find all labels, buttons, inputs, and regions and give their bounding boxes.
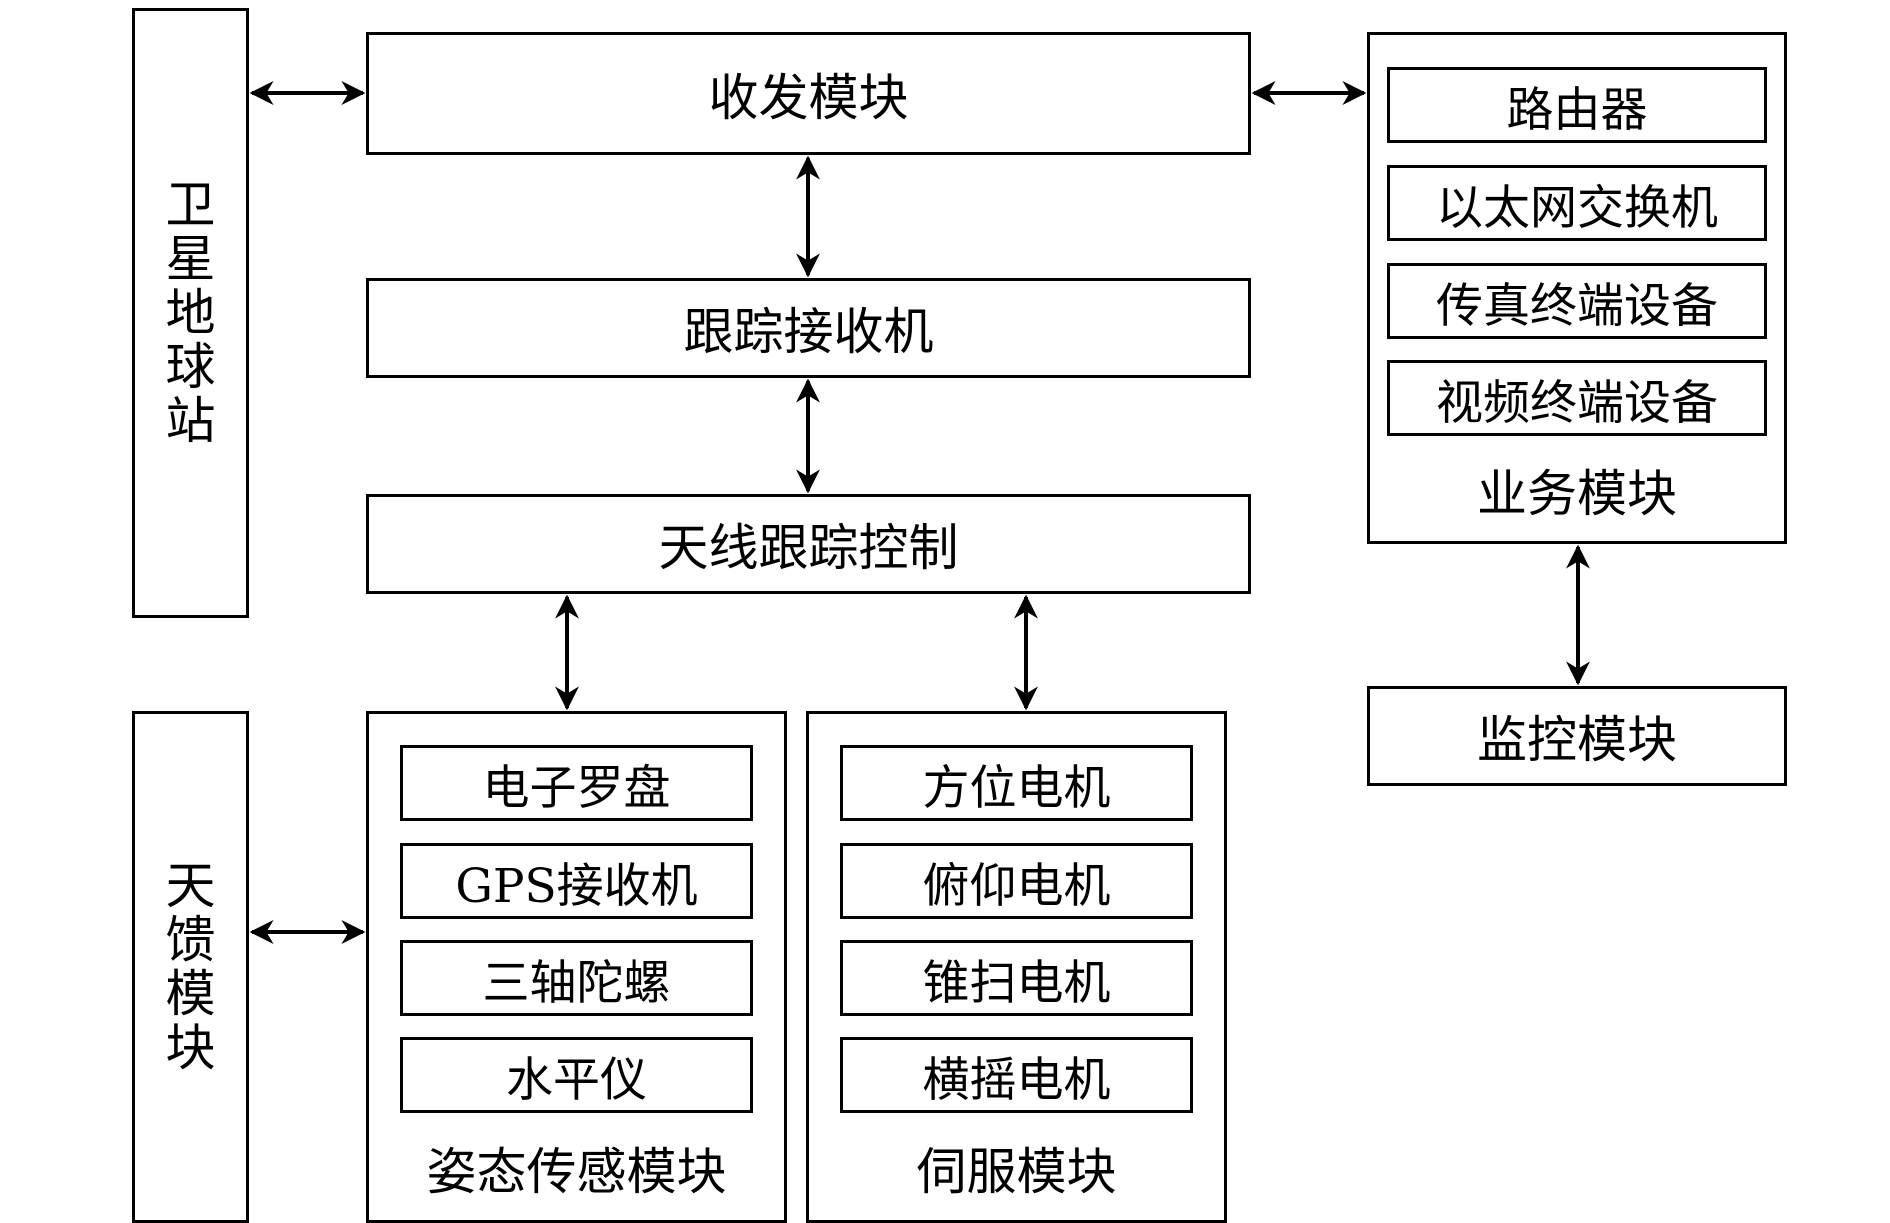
servo-item-box <box>840 745 1193 821</box>
servo-item-azimuth-motor: 方位电机 <box>922 760 1111 816</box>
servo-item-box <box>840 843 1193 919</box>
antenna-feed-label: 天馈模块 <box>132 711 249 1223</box>
servo-item-elevation-motor: 俯仰电机 <box>922 858 1111 914</box>
satellite-station-char: 卫 <box>165 176 216 234</box>
business-item-router: 路由器 <box>1506 82 1648 138</box>
attitude-item-compass: 电子罗盘 <box>482 760 671 816</box>
attitude-item-gps-receiver: GPS接收机 <box>455 858 698 914</box>
tracking-receiver-block <box>366 278 1251 378</box>
monitoring-module-block <box>1367 686 1787 786</box>
servo-item-conical-scan-motor: 锥扫电机 <box>922 955 1111 1011</box>
attitude-item-gyro: 三轴陀螺 <box>482 955 671 1011</box>
satellite-station-char: 星 <box>165 230 216 288</box>
business-item-video-terminal: 视频终端设备 <box>1436 375 1718 431</box>
business-item-fax-terminal: 传真终端设备 <box>1436 278 1718 334</box>
antenna-feed-block <box>132 711 249 1223</box>
attitude-item-box <box>400 843 753 919</box>
satellite-station-char: 站 <box>165 392 216 450</box>
antenna-feed-char: 馈 <box>165 911 216 969</box>
business-item-box <box>1387 360 1767 436</box>
attitude-item-level: 水平仪 <box>506 1052 647 1108</box>
servo-module-title: 伺服模块 <box>916 1143 1117 1201</box>
business-item-box <box>1387 263 1767 339</box>
antenna-feed-char: 天 <box>165 857 216 915</box>
antenna-tracking-control-block <box>366 494 1251 594</box>
business-item-box <box>1387 67 1767 143</box>
transceiver-label: 收发模块 <box>708 68 909 127</box>
antenna-tracking-control-label: 天线跟踪控制 <box>658 519 959 577</box>
tracking-receiver-label: 跟踪接收机 <box>683 303 934 361</box>
business-item-ethernet-switch: 以太网交换机 <box>1436 180 1718 236</box>
attitude-module-title: 姿态传感模块 <box>426 1143 727 1201</box>
servo-item-box <box>840 940 1193 1016</box>
satellite-station-block <box>132 8 249 618</box>
monitoring-module-label: 监控模块 <box>1477 711 1677 769</box>
servo-item-roll-motor: 横摇电机 <box>922 1052 1111 1108</box>
antenna-feed-char: 块 <box>165 1019 216 1077</box>
attitude-item-box <box>400 745 753 821</box>
attitude-item-box <box>400 940 753 1016</box>
attitude-item-box <box>400 1037 753 1113</box>
transceiver-block <box>366 32 1251 155</box>
antenna-feed-char: 模 <box>165 965 216 1023</box>
satellite-station-char: 地 <box>165 284 216 342</box>
satellite-station-label: 卫星地球站 <box>132 8 249 618</box>
business-module-title: 业务模块 <box>1477 465 1677 523</box>
satellite-station-char: 球 <box>165 338 216 396</box>
business-item-box <box>1387 165 1767 241</box>
servo-item-box <box>840 1037 1193 1113</box>
